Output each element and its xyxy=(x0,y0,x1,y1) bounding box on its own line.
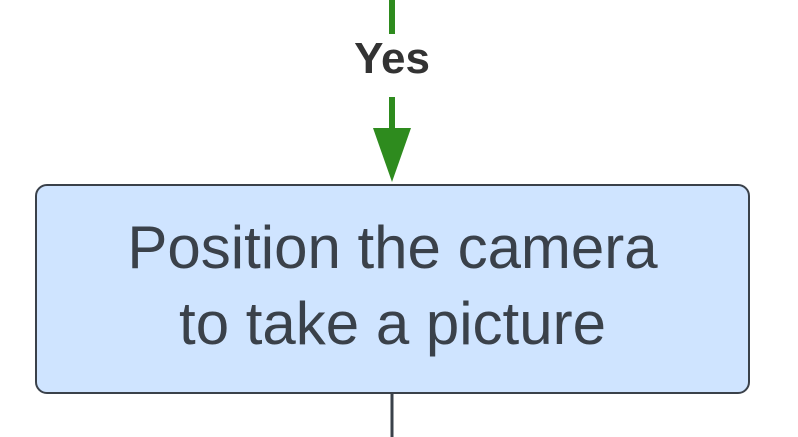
process-node-position-camera: Position the camera to take a picture xyxy=(35,184,750,394)
process-node-label-line-1: Position the camera xyxy=(127,214,658,281)
yes-edge-label: Yes xyxy=(292,34,492,84)
process-node-label-line-2: to take a picture xyxy=(179,290,606,357)
yes-edge-arrowhead xyxy=(373,128,411,182)
process-node-label: Position the camera to take a picture xyxy=(127,210,657,362)
